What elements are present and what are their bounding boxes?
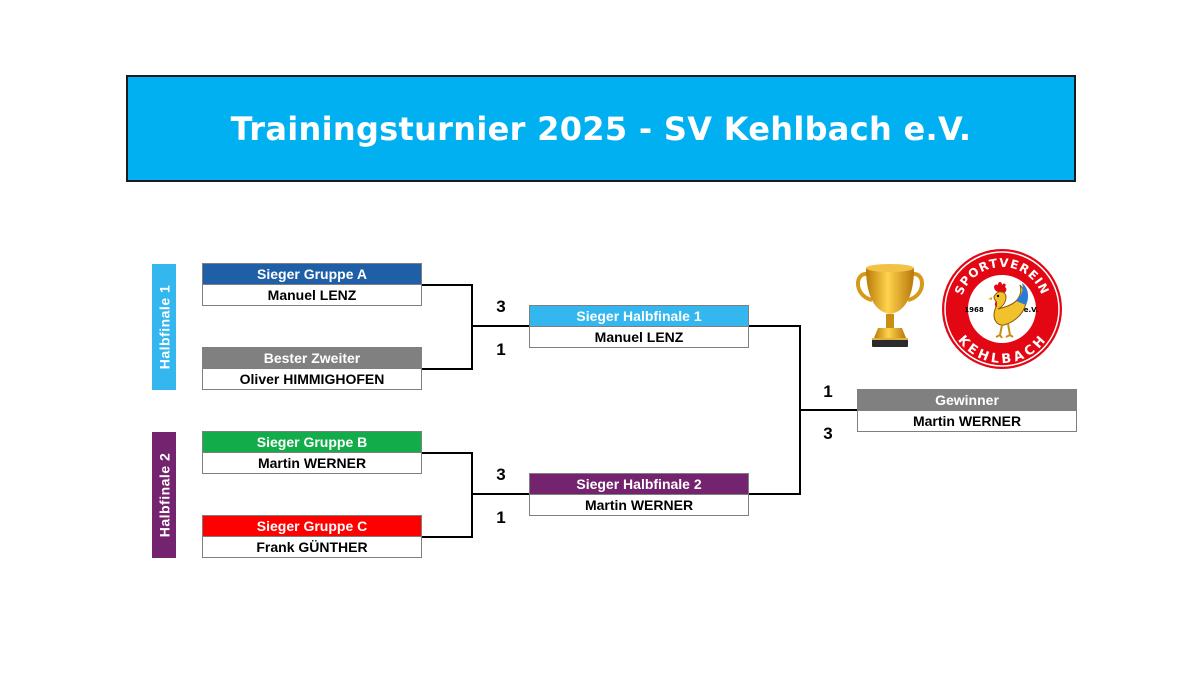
line-semi1-bottom xyxy=(421,326,473,370)
line-semi1-top xyxy=(421,284,473,326)
card-best-second-name: Oliver HIMMIGHOFEN xyxy=(203,368,421,389)
card-group-a: Sieger Gruppe A Manuel LENZ xyxy=(202,263,422,306)
card-best-second: Bester Zweiter Oliver HIMMIGHOFEN xyxy=(202,347,422,390)
card-semi1-winner-name: Manuel LENZ xyxy=(530,326,748,347)
card-group-a-heading: Sieger Gruppe A xyxy=(203,264,421,284)
card-semi2-winner: Sieger Halbfinale 2 Martin WERNER xyxy=(529,473,749,516)
line-semi2-top xyxy=(421,452,473,494)
line-final-top xyxy=(748,325,801,410)
club-logo: SPORTVEREIN KEHLBACH 1968 e.V. xyxy=(942,249,1062,369)
card-semi1-winner: Sieger Halbfinale 1 Manuel LENZ xyxy=(529,305,749,348)
card-group-c-name: Frank GÜNTHER xyxy=(203,536,421,557)
card-group-b-name: Martin WERNER xyxy=(203,452,421,473)
score-semi2-bottom: 1 xyxy=(496,508,506,527)
card-group-b: Sieger Gruppe B Martin WERNER xyxy=(202,431,422,474)
card-group-c-heading: Sieger Gruppe C xyxy=(203,516,421,536)
line-semi2-bottom xyxy=(421,494,473,538)
card-final-winner: Gewinner Martin WERNER xyxy=(857,389,1077,432)
side-label-semi1: Halbfinale 1 xyxy=(152,264,176,390)
card-final-winner-heading: Gewinner xyxy=(858,390,1076,410)
side-label-semi2: Halbfinale 2 xyxy=(152,432,176,558)
score-semi1-bottom: 1 xyxy=(496,340,506,359)
rooster-icon xyxy=(988,282,1029,339)
score-semi2-top: 3 xyxy=(496,465,506,484)
card-semi2-winner-heading: Sieger Halbfinale 2 xyxy=(530,474,748,494)
card-final-winner-name: Martin WERNER xyxy=(858,410,1076,431)
card-semi2-winner-name: Martin WERNER xyxy=(530,494,748,515)
score-final-bottom: 3 xyxy=(823,424,833,443)
card-group-a-name: Manuel LENZ xyxy=(203,284,421,305)
logo-year: 1968 xyxy=(964,306,984,314)
score-semi1-top: 3 xyxy=(496,297,506,316)
title-banner: Trainingsturnier 2025 - SV Kehlbach e.V. xyxy=(126,75,1076,182)
line-final-bottom xyxy=(748,410,801,495)
card-semi1-winner-heading: Sieger Halbfinale 1 xyxy=(530,306,748,326)
score-final-top: 1 xyxy=(823,382,833,401)
card-group-c: Sieger Gruppe C Frank GÜNTHER xyxy=(202,515,422,558)
card-group-b-heading: Sieger Gruppe B xyxy=(203,432,421,452)
page-title: Trainingsturnier 2025 - SV Kehlbach e.V. xyxy=(230,109,972,148)
logo-suffix: e.V. xyxy=(1024,306,1039,314)
card-best-second-heading: Bester Zweiter xyxy=(203,348,421,368)
trophy-icon xyxy=(856,264,924,347)
